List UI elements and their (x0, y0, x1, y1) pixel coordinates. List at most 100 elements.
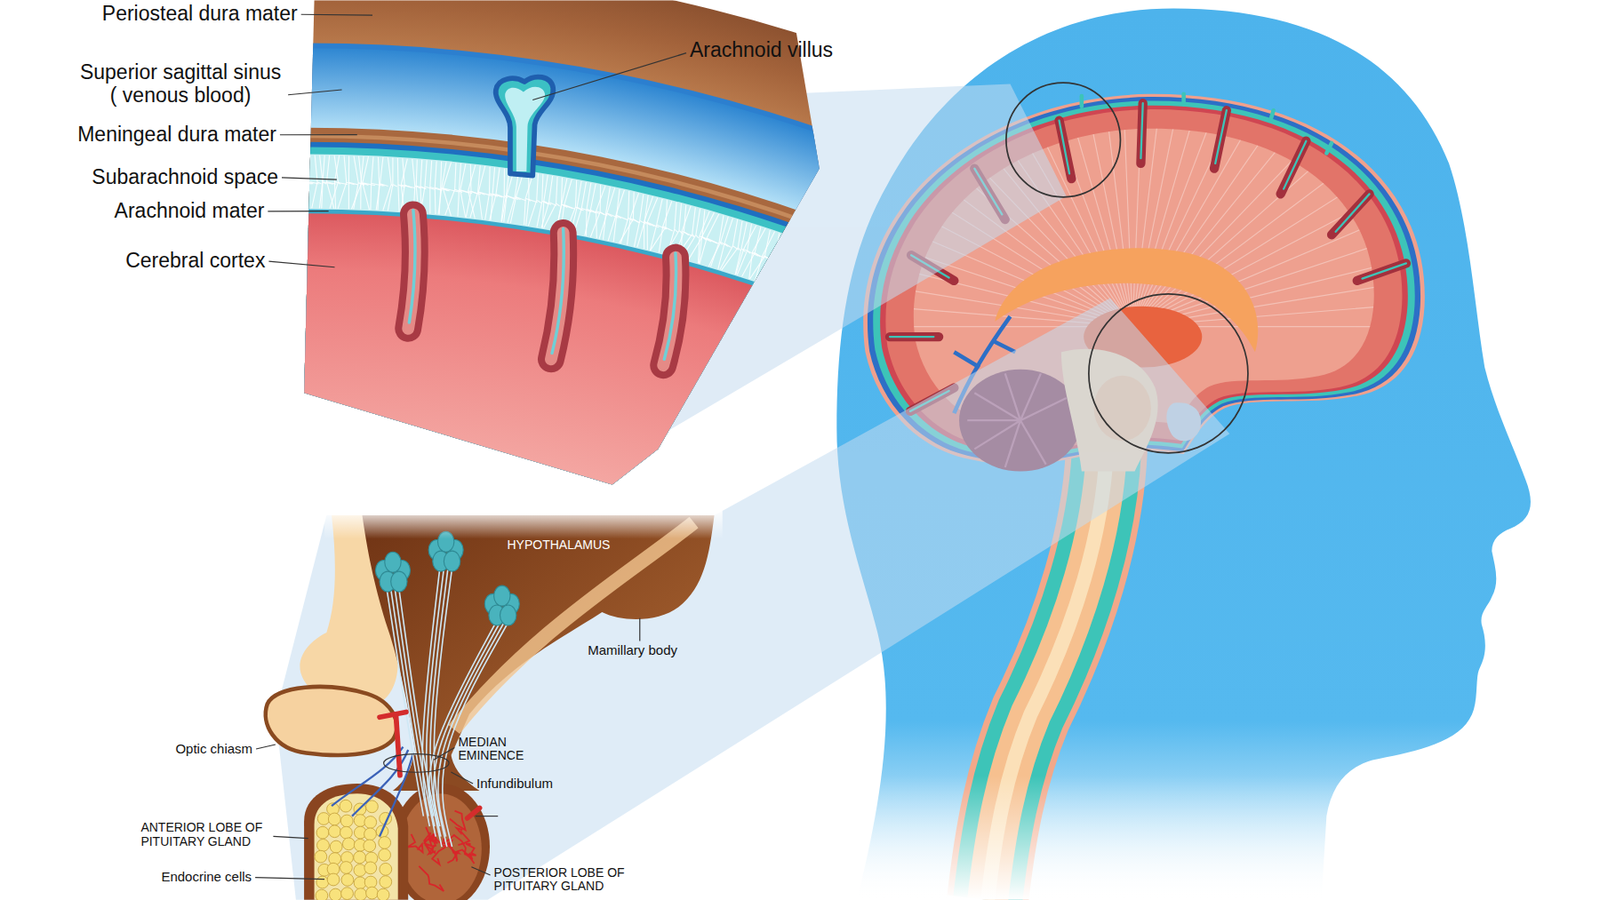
endocrine-cell (341, 888, 354, 900)
endocrine-cell (378, 837, 392, 850)
endocrine-cell (339, 800, 352, 813)
endocrine-cell (353, 864, 367, 878)
white-matter-fibres (1132, 130, 1394, 328)
endocrine-cell (379, 876, 392, 889)
arachnoid-trabeculae (749, 230, 771, 280)
leader-line (255, 878, 325, 880)
layer-label: Cerebral cortex (125, 249, 265, 273)
cortex-sulcus (408, 210, 676, 366)
leader-line (288, 89, 342, 96)
arachnoid-trabeculae (528, 173, 542, 226)
arachnoid-trabeculae (757, 232, 780, 282)
leader-line (532, 53, 687, 101)
leader-line (267, 210, 328, 212)
endocrine-cell (328, 825, 342, 839)
arachnoid-trabeculae (620, 191, 633, 244)
meninges-inset (0, 213, 1600, 900)
hypothalamic-tract (454, 522, 695, 730)
neurosecretory-axon (430, 568, 448, 838)
neuron-cluster (391, 571, 408, 592)
endocrine-cell (376, 888, 390, 900)
leader-line (256, 744, 276, 750)
anterior-lobe (304, 784, 408, 900)
white-matter-fibres (1132, 175, 1422, 328)
endocrine-cell (353, 851, 367, 864)
cortex-sulcus (408, 214, 676, 366)
arachnoid-trabeculae (818, 255, 839, 304)
arachnoid-granulation (1080, 96, 1085, 106)
arachnoid-villus (496, 77, 554, 176)
endocrine-cell (364, 828, 377, 841)
structure-label: Optic chiasm (175, 742, 253, 758)
arachnoid-trabeculae (442, 162, 459, 216)
hypophyseal-artery (379, 712, 480, 819)
leader-line (272, 836, 308, 839)
bottom-fade (816, 776, 1600, 900)
leader-line (301, 14, 373, 16)
neuron-cluster (375, 531, 520, 626)
meninges-inset (0, 209, 1600, 900)
arachnoid-granulation (1326, 143, 1332, 153)
neuron-cluster (494, 585, 511, 607)
endocrine-cell (363, 840, 376, 853)
optic-chiasm (265, 687, 398, 756)
neurosecretory-axon (386, 568, 509, 848)
arachnoid-trabeculae (815, 253, 834, 304)
arachnoid-trabeculae (507, 170, 521, 223)
leader-line (450, 772, 473, 784)
structure-label: ANTERIOR LOBE OF PITUITARY GLAND (140, 821, 270, 849)
region-label: HYPOTHALAMUS (507, 538, 611, 553)
meninges-inset (0, 142, 1600, 900)
arachnoid-trabeculae (650, 200, 668, 251)
endocrine-cell (329, 840, 343, 854)
arachnoid-trabeculae (445, 162, 463, 216)
arachnoid-granulation (1181, 94, 1186, 104)
arachnoid-trabeculae (544, 176, 560, 229)
layer-label: Arachnoid mater (114, 200, 265, 224)
arachnoid-trabeculae (773, 236, 789, 288)
pointer-line (475, 816, 498, 817)
leader-line (268, 261, 335, 268)
capillary-network (418, 866, 444, 892)
arachnoid-trabeculae (627, 192, 641, 245)
arachnoid-trabeculae (304, 155, 313, 209)
endocrine-cell (329, 888, 343, 900)
leader-line (281, 177, 337, 180)
leader-line (639, 618, 640, 642)
neuron-cluster (500, 605, 517, 626)
zoom-circle (1006, 82, 1121, 198)
arachnoid-trabeculae (618, 192, 639, 243)
arachnoid-trabeculae (334, 155, 348, 209)
arachnoid-trabeculae (771, 234, 784, 287)
endocrine-cell (341, 873, 354, 887)
arachnoid-trabeculae (808, 249, 826, 301)
capillary-network (407, 834, 423, 853)
arachnoid-villus (496, 77, 554, 176)
arachnoid-trabeculae (376, 157, 388, 210)
cortex-sulcus (408, 210, 676, 360)
arachnoid-granulation (1270, 110, 1273, 120)
inset-top-fade (324, 508, 723, 539)
endocrine-cell (379, 863, 392, 876)
capillary-network (449, 811, 466, 832)
arachnoid-trabeculae (786, 242, 808, 292)
neurosecretory-axon (386, 589, 424, 817)
structure-label: MEDIAN EMINENCE (457, 736, 534, 764)
endocrine-cell (317, 839, 330, 852)
arachnoid-trabeculae (362, 156, 376, 210)
arachnoid-trabeculae (770, 238, 793, 288)
arachnoid-trabeculae (383, 157, 394, 210)
endocrine-cell (316, 876, 329, 889)
cortex-sulcus (408, 214, 676, 366)
structure-label: Endocrine cells (160, 870, 252, 886)
structure-label: Arachnoid villus (689, 39, 833, 63)
arachnoid-trabeculae (812, 251, 830, 303)
meninges-inset (0, 134, 1600, 900)
endocrine-cell (327, 873, 340, 887)
neurosecretory-axon (433, 623, 501, 828)
endocrine-cell (328, 813, 341, 826)
